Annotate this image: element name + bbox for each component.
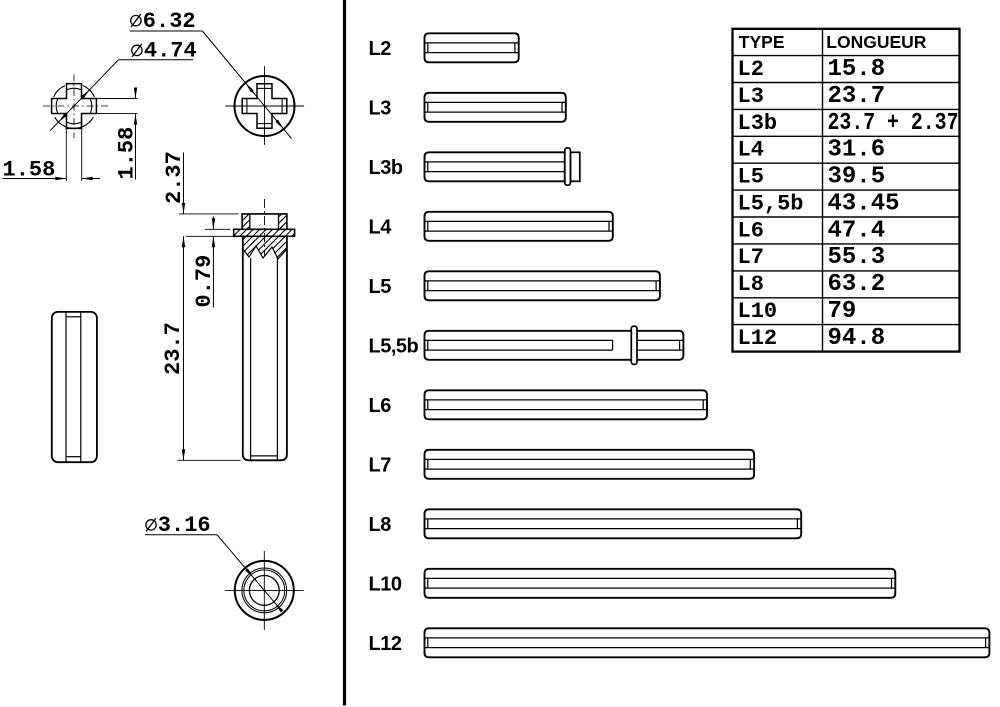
svg-text:L6: L6 [369, 395, 392, 417]
svg-text:1.58: 1.58 [115, 127, 140, 180]
svg-text:L8: L8 [369, 514, 392, 536]
svg-text:63.2: 63.2 [828, 271, 886, 298]
svg-text:L10: L10 [369, 574, 402, 596]
svg-text:L3: L3 [738, 84, 764, 109]
svg-text:39.5: 39.5 [828, 164, 886, 191]
svg-text:15.8: 15.8 [828, 56, 886, 83]
svg-text:L5: L5 [369, 276, 392, 298]
svg-text:L6: L6 [738, 218, 764, 243]
svg-text:94.8: 94.8 [828, 325, 886, 352]
svg-text:L8: L8 [738, 272, 764, 297]
svg-text:L2: L2 [738, 57, 764, 82]
svg-text:L2: L2 [369, 38, 392, 60]
svg-text:L3b: L3b [738, 111, 778, 136]
svg-text:LONGUEUR: LONGUEUR [826, 32, 927, 52]
svg-text:47.4: 47.4 [828, 217, 886, 244]
svg-text:L5: L5 [738, 165, 764, 190]
svg-text:L12: L12 [369, 633, 402, 655]
svg-text:3.16: 3.16 [158, 513, 211, 538]
svg-text:L4: L4 [738, 138, 764, 163]
svg-text:79: 79 [828, 298, 857, 325]
svg-text:4.74: 4.74 [144, 38, 197, 63]
svg-text:55.3: 55.3 [828, 244, 886, 271]
svg-text:L7: L7 [738, 245, 764, 270]
svg-text:L4: L4 [369, 217, 393, 239]
svg-text:0.79: 0.79 [192, 255, 217, 308]
svg-text:31.6: 31.6 [828, 137, 886, 164]
svg-text:L3: L3 [369, 98, 392, 120]
svg-text:43.45: 43.45 [828, 190, 900, 217]
svg-text:2.37: 2.37 [162, 151, 187, 204]
svg-text:6.32: 6.32 [143, 9, 196, 34]
svg-text:L10: L10 [738, 299, 778, 324]
svg-text:L5,5b: L5,5b [369, 336, 419, 358]
svg-text:L5,5b: L5,5b [738, 191, 804, 216]
svg-text:23.7: 23.7 [828, 83, 886, 110]
svg-text:L7: L7 [369, 455, 392, 477]
svg-text:L3b: L3b [369, 157, 403, 179]
svg-text:23.7: 23.7 [161, 322, 186, 375]
svg-text:L12: L12 [738, 326, 778, 351]
svg-text:23.7 + 2.37: 23.7 + 2.37 [828, 110, 959, 137]
svg-text:TYPE: TYPE [739, 32, 785, 52]
